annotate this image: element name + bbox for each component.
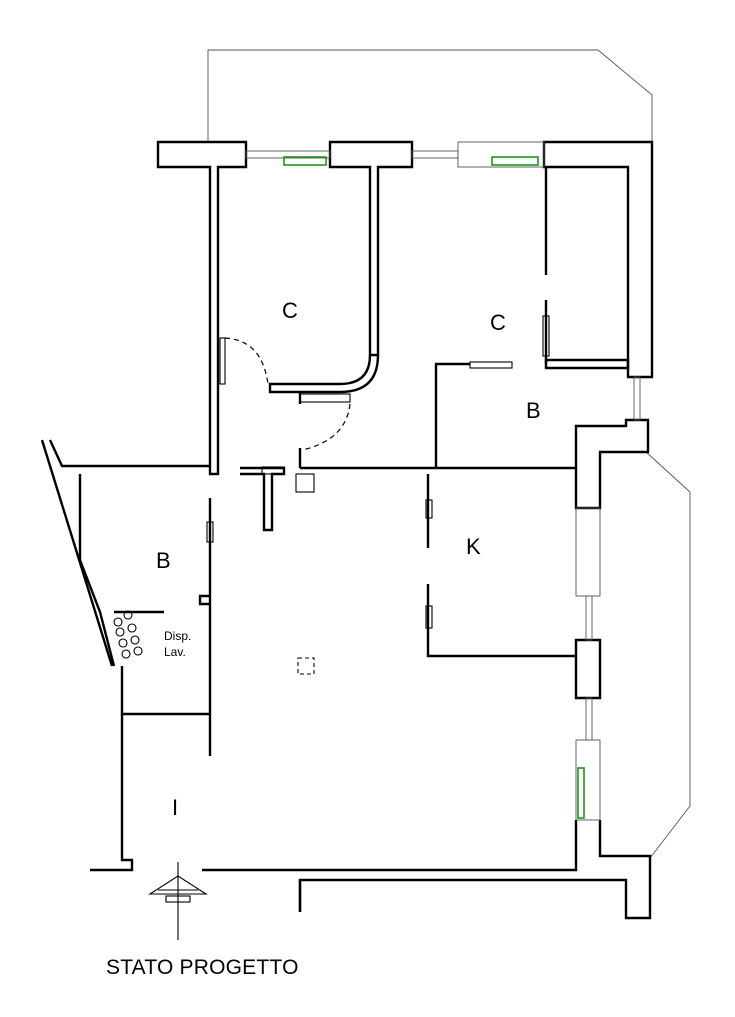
room-label-bedroom-1: C [282, 298, 298, 323]
window-top-left [283, 156, 327, 166]
room-label-bath-2: B [526, 398, 541, 423]
exterior-walls [40, 140, 654, 920]
balcony-outline [207, 49, 691, 859]
closet-label-line-1: Disp. [164, 629, 191, 643]
window-top-right [491, 156, 539, 166]
closet-label-line-2: Lav. [164, 645, 186, 659]
interior-walls [90, 167, 576, 912]
room-label-bath-1: B [156, 548, 171, 573]
windows [245, 141, 641, 821]
plan-caption: STATO PROGETTO [106, 956, 299, 979]
door-swings [224, 337, 351, 451]
window-right [577, 767, 585, 819]
room-label-kitchen: K [466, 534, 481, 559]
column-marker [297, 657, 315, 675]
closet-fixtures [113, 610, 143, 659]
room-label-entrance: I [172, 795, 178, 820]
room-label-bedroom-2: C [490, 310, 506, 335]
entrance-arrow-icon [148, 862, 208, 940]
